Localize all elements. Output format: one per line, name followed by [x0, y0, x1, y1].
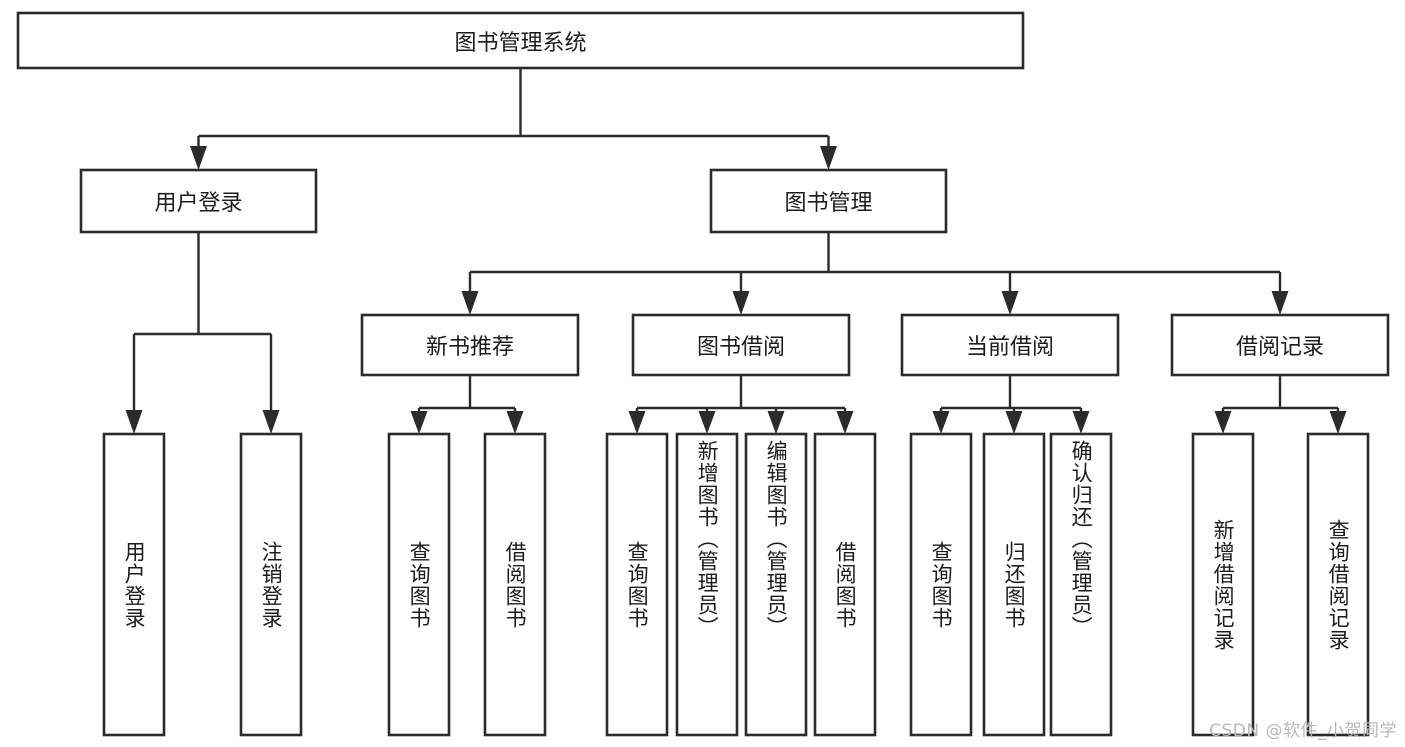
node-box-leaf-add-book[interactable] [675, 432, 739, 737]
arrowhead-new-book-recommend [461, 291, 479, 315]
arrowhead-leaf-add-book [698, 411, 716, 434]
node-box-leaf-logout[interactable] [239, 432, 303, 737]
connector-group-current-borrow-leaves [932, 375, 1090, 434]
node-box-leaf-user-login[interactable] [102, 432, 166, 737]
connector-group-new-book-recommend-leaves [410, 375, 524, 434]
node-box-book-borrow[interactable] [631, 313, 851, 377]
node-box-leaf-query-record[interactable] [1306, 432, 1370, 737]
arrowhead-leaf-add-record [1214, 411, 1232, 434]
node-box-new-book-recommend[interactable] [360, 313, 580, 377]
arrowhead-borrow-record [1271, 291, 1289, 315]
node-box-leaf-confirm-return[interactable] [1049, 432, 1113, 737]
arrowhead-leaf-borrow-book [836, 411, 854, 434]
connector-group-user-login-leaves [125, 232, 280, 434]
node-box-leaf-query-book-rec[interactable] [387, 432, 451, 737]
connector-group-book-borrow-leaves [628, 375, 854, 434]
node-box-leaf-add-record[interactable] [1191, 432, 1255, 737]
arrowhead-leaf-logout [262, 410, 280, 434]
node-box-leaf-borrow-book[interactable] [813, 432, 877, 737]
node-box-leaf-query-book-borrow[interactable] [605, 432, 669, 737]
arrowhead-leaf-query-record [1329, 411, 1347, 434]
connector-group-book-manage-to-level3 [461, 232, 1289, 315]
arrowhead-leaf-query-book-current [932, 411, 950, 434]
node-box-current-borrow[interactable] [900, 313, 1120, 377]
node-box-borrow-record[interactable] [1170, 313, 1390, 377]
arrowhead-leaf-query-book-rec [410, 411, 428, 434]
node-box-leaf-return-book[interactable] [982, 432, 1046, 737]
arrowhead-current-borrow [1001, 291, 1019, 315]
node-box-leaf-borrow-book-rec[interactable] [483, 432, 547, 737]
node-box-book-manage[interactable] [709, 168, 948, 234]
arrowhead-leaf-edit-book [767, 411, 785, 434]
connector-group-borrow-record-leaves [1214, 375, 1347, 434]
csdn-watermark: CSDN @软件_小贺同学 [1209, 721, 1397, 741]
arrowhead-book-borrow [732, 291, 750, 315]
node-box-root[interactable] [16, 11, 1025, 70]
arrowhead-leaf-return-book [1005, 411, 1023, 434]
arrowhead-leaf-confirm-return [1072, 411, 1090, 434]
node-box-leaf-edit-book[interactable] [744, 432, 808, 737]
node-box-leaf-query-book-current[interactable] [909, 432, 973, 737]
arrowhead-leaf-user-login [125, 410, 143, 434]
arrowhead-leaf-borrow-book-rec [506, 411, 524, 434]
node-box-user-login[interactable] [79, 168, 318, 234]
arrowhead-leaf-query-book-borrow [628, 411, 646, 434]
connector-group-root-to-level2 [190, 68, 837, 170]
arrowhead-book-manage [820, 146, 837, 170]
arrowhead-user-login [190, 146, 207, 170]
